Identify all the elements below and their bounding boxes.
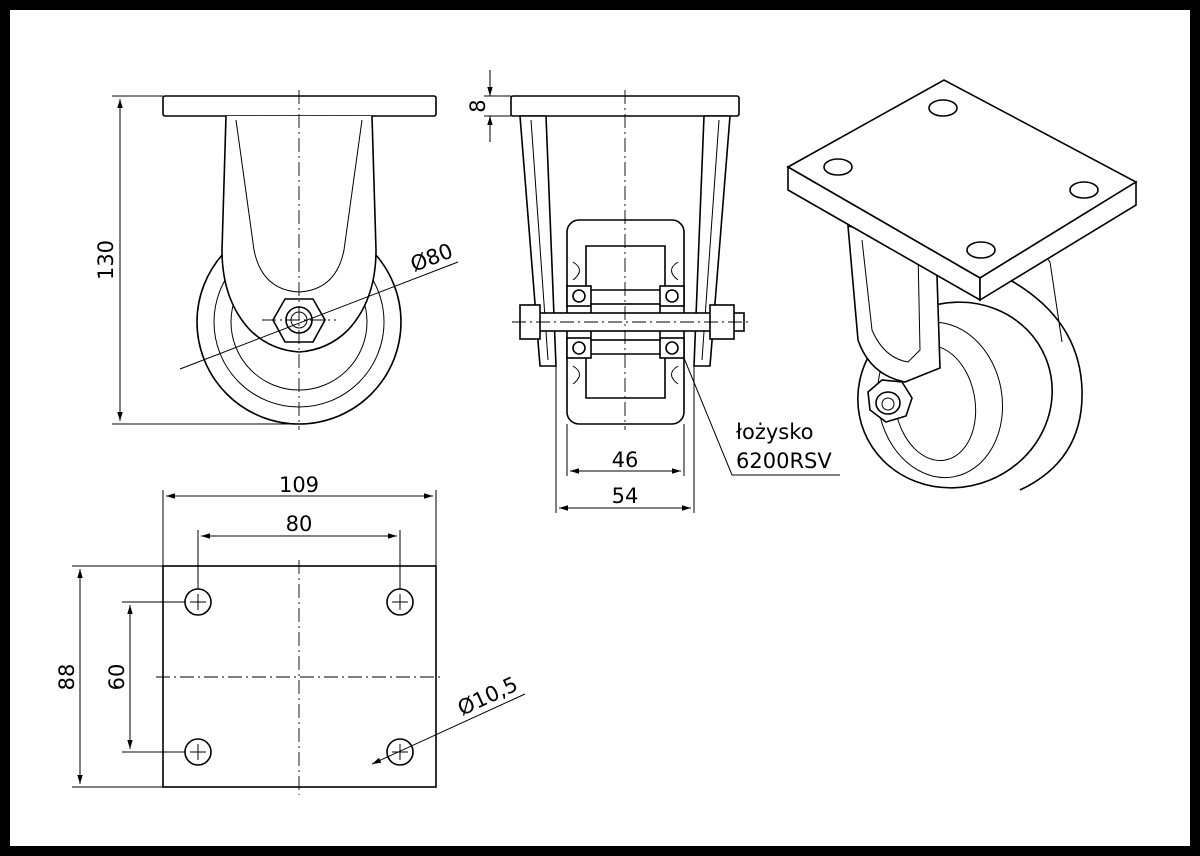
hole-spacing-y-label: 60: [105, 664, 129, 691]
bearing-lower-left: [566, 337, 592, 359]
bearing-upper-right: [659, 285, 685, 307]
bearing-label-line2: 6200RSV: [736, 449, 832, 473]
plate-outline: [162, 565, 437, 788]
wheel-dia-leader: [179, 261, 459, 370]
iso-plate-hole-2: [928, 99, 958, 117]
iso-axle-bore: [881, 397, 895, 411]
bearing-upper-left: [566, 285, 592, 307]
height-dim-label: 130: [94, 240, 118, 280]
iso-wheel-tread: [1009, 279, 1083, 491]
hole-spacing-x-label: 80: [286, 512, 313, 536]
iso-plate-hole-4: [966, 241, 996, 259]
bearing-leader: [683, 357, 840, 476]
side-view: 130 Ø80: [94, 90, 459, 430]
tyre-grooves: [572, 261, 679, 385]
plate-hole-bottom-right: [386, 738, 414, 766]
isometric-view: [786, 79, 1138, 491]
iso-plate-hole-1: [823, 158, 853, 176]
top-plate-view: 109 80 88 60 Ø10,5: [55, 473, 526, 795]
wheel-rim-lower: [585, 353, 666, 399]
iso-axle-nut: [867, 379, 913, 423]
plate-width-label: 109: [279, 473, 319, 497]
iso-axle-end: [875, 391, 901, 415]
bearing-lower-right: [659, 337, 685, 359]
iso-fork-front: [847, 224, 941, 383]
fork-width-label: 54: [612, 484, 639, 508]
bearing-ball-ll: [572, 341, 586, 355]
hole-dia-leader: [371, 693, 526, 765]
bearing-ball-lr: [665, 341, 679, 355]
iso-plate-hole-3: [1069, 181, 1099, 199]
bearing-ball-ul: [572, 289, 586, 303]
iso-fork-front-inner: [861, 239, 921, 363]
wheel-width-label: 46: [612, 448, 639, 472]
front-section-view: 8 46 54: [466, 70, 840, 513]
bearing-ball-ur: [665, 289, 679, 303]
plate-depth-label: 88: [55, 664, 79, 691]
bearing-label-line1: łożysko: [736, 420, 813, 444]
plate-thickness-label: 8: [466, 99, 490, 112]
iso-plate-side-edge: [979, 180, 1137, 302]
